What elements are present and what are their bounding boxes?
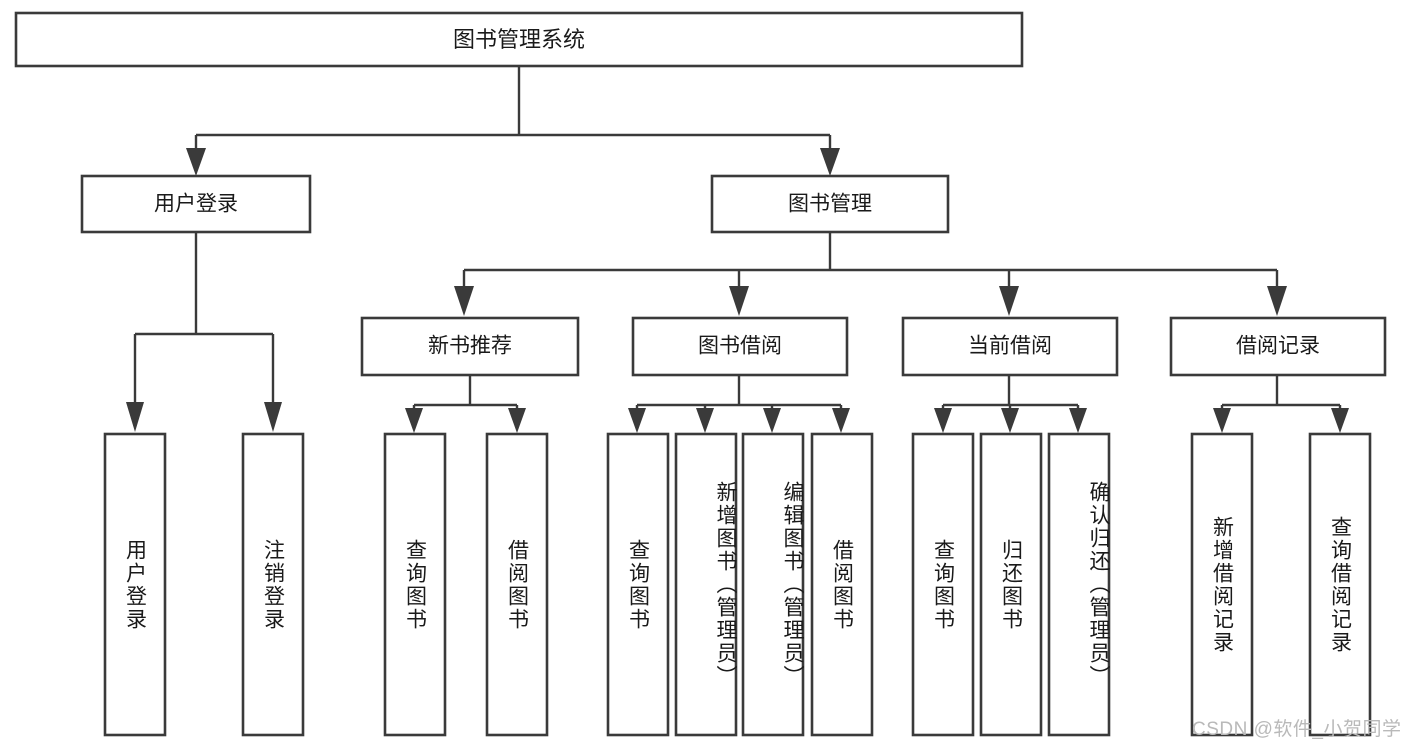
arrow-bb-leaf3 (763, 408, 781, 433)
connector-group-user-login (126, 232, 282, 432)
csdn-watermark: CSDN @软件_小贺同学 (1192, 719, 1402, 740)
arrow-root-to-book-manage (820, 148, 840, 176)
node-new-book-recommend-label: 新书推荐 (428, 335, 512, 358)
arrow-nbr-leaf2 (508, 408, 526, 433)
connector-group-book-manage (454, 232, 1287, 316)
leaf-box-query-record[interactable] (1308, 432, 1372, 737)
node-current-borrow-box[interactable] (901, 316, 1119, 377)
node-borrow-record[interactable]: 借阅记录 (1169, 316, 1387, 377)
node-current-borrow[interactable]: 当前借阅 (901, 316, 1119, 377)
arrow-nbr-leaf1 (405, 408, 423, 433)
node-book-borrow[interactable]: 图书借阅 (631, 316, 849, 377)
node-new-book-recommend-box[interactable] (360, 316, 580, 377)
leaf-box-query-book-1[interactable] (383, 432, 447, 737)
leaf-box-confirm-return[interactable] (1047, 432, 1111, 737)
node-root[interactable]: 图书管理系统 (14, 11, 1024, 68)
leaf-box-add-book[interactable] (674, 432, 738, 737)
node-current-borrow-label: 当前借阅 (968, 335, 1052, 358)
node-book-manage[interactable]: 图书管理 (710, 174, 950, 234)
arrow-bb-leaf2 (696, 408, 714, 433)
arrow-bb-leaf4 (832, 408, 850, 433)
node-book-manage-box[interactable] (710, 174, 950, 234)
node-root-box[interactable] (14, 11, 1024, 68)
arrow-bm-to-book-borrow (729, 286, 749, 316)
arrow-bm-to-new-book (454, 286, 474, 316)
node-borrow-record-box[interactable] (1169, 316, 1387, 377)
node-book-borrow-box[interactable] (631, 316, 849, 377)
leaf-box-user-login[interactable] (103, 432, 167, 737)
arrow-br-leaf2 (1331, 408, 1349, 433)
arrow-bm-to-current-borrow (999, 286, 1019, 316)
connector-group-new-book-recommend (405, 375, 526, 433)
connector-group-borrow-record (1213, 375, 1349, 433)
node-borrow-record-label: 借阅记录 (1236, 335, 1320, 358)
node-book-borrow-label: 图书借阅 (698, 335, 782, 358)
arrow-cb-leaf2 (1001, 408, 1019, 433)
node-root-label: 图书管理系统 (453, 27, 585, 52)
connector-group-root (186, 66, 840, 176)
arrow-user-login-leaf1 (126, 402, 144, 432)
arrow-bm-to-borrow-record (1267, 286, 1287, 316)
leaf-box-add-record[interactable] (1190, 432, 1254, 737)
arrow-br-leaf1 (1213, 408, 1231, 433)
node-book-manage-label: 图书管理 (788, 193, 872, 216)
node-user-login-label: 用户登录 (154, 193, 238, 216)
leaf-box-borrow-book-1[interactable] (485, 432, 549, 737)
leaf-box-user-logout[interactable] (241, 432, 305, 737)
arrow-cb-leaf3 (1069, 408, 1087, 433)
leaf-box-query-book-3[interactable] (911, 432, 975, 737)
arrow-root-to-user-login (186, 148, 206, 176)
connector-group-book-borrow (628, 375, 850, 433)
leaf-box-borrow-book-2[interactable] (810, 432, 874, 737)
leaf-box-edit-book[interactable] (741, 432, 805, 737)
node-user-login[interactable]: 用户登录 (80, 174, 312, 234)
node-user-login-box[interactable] (80, 174, 312, 234)
arrow-bb-leaf1 (628, 408, 646, 433)
arrow-user-login-leaf2 (264, 402, 282, 432)
arrow-cb-leaf1 (934, 408, 952, 433)
node-new-book-recommend[interactable]: 新书推荐 (360, 316, 580, 377)
leaf-box-query-book-2[interactable] (606, 432, 670, 737)
leaf-boxes (103, 432, 1372, 737)
connector-group-current-borrow (934, 375, 1087, 433)
leaf-box-return-book[interactable] (979, 432, 1043, 737)
